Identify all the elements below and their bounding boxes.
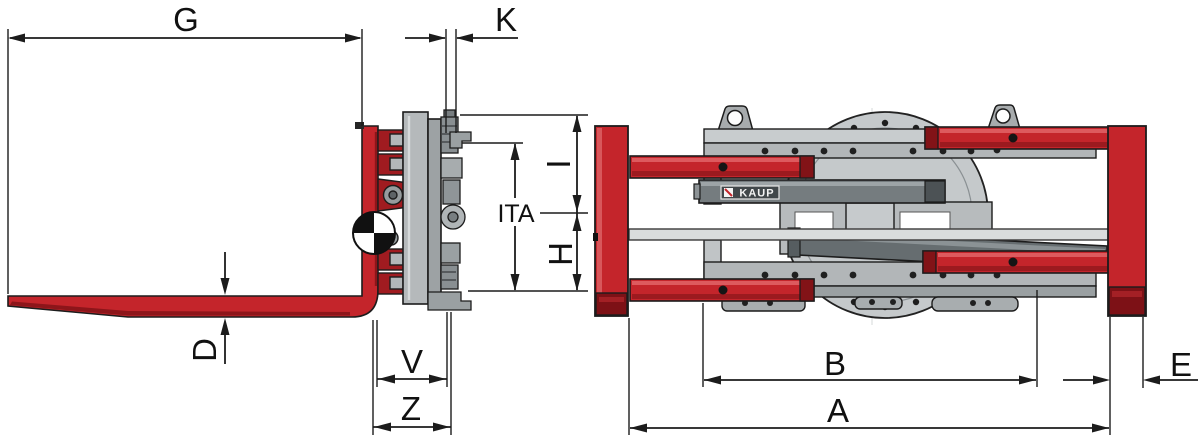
load-center-icon (352, 211, 396, 255)
fork-profile (7, 125, 379, 318)
clamp-arms (629, 126, 1114, 302)
rotator-components (427, 109, 472, 311)
dim-label-h: H (542, 242, 579, 266)
dim-label-k: K (495, 1, 517, 38)
dimension-V: V (376, 312, 448, 387)
dimension-K: K (405, 1, 518, 133)
backing-plate (427, 118, 442, 300)
dim-label-g: G (173, 1, 199, 38)
dimension-E: E (1063, 317, 1198, 388)
sideshift-rod (628, 228, 1111, 241)
dimension-Z: Z (372, 312, 452, 435)
dim-label-a: A (827, 392, 849, 429)
kaup-badge: KAUP (720, 185, 780, 200)
dimension-B: B (702, 290, 1038, 387)
dim-label-e: E (1170, 346, 1192, 383)
dim-label-ita: ITA (497, 200, 534, 228)
dimension-ITA: ITA (462, 142, 535, 291)
dimension-I-H: I H (460, 114, 588, 292)
carrier-bars (593, 125, 1147, 317)
lifting-lugs (716, 104, 1021, 132)
clamp-top-view: KAUP (593, 104, 1147, 325)
kaup-emblem-mark (724, 188, 733, 197)
fork-underside-shade (10, 301, 350, 316)
fork-side-view (7, 109, 472, 318)
upper-cylinder: KAUP (693, 179, 946, 204)
dimension-D: D (186, 252, 230, 364)
dim-label-d: D (186, 338, 223, 362)
dim-label-b: B (824, 345, 846, 382)
dimension-G: G (7, 1, 363, 294)
dim-label-i: I (540, 159, 577, 168)
fork-hooks (377, 129, 410, 295)
shank-top-cap (355, 122, 364, 129)
dim-label-v: V (401, 343, 423, 380)
dim-label-z: Z (401, 390, 421, 427)
dimension-A: A (628, 317, 1111, 435)
kaup-logo-text: KAUP (739, 188, 774, 200)
mounting-plate (402, 111, 429, 305)
